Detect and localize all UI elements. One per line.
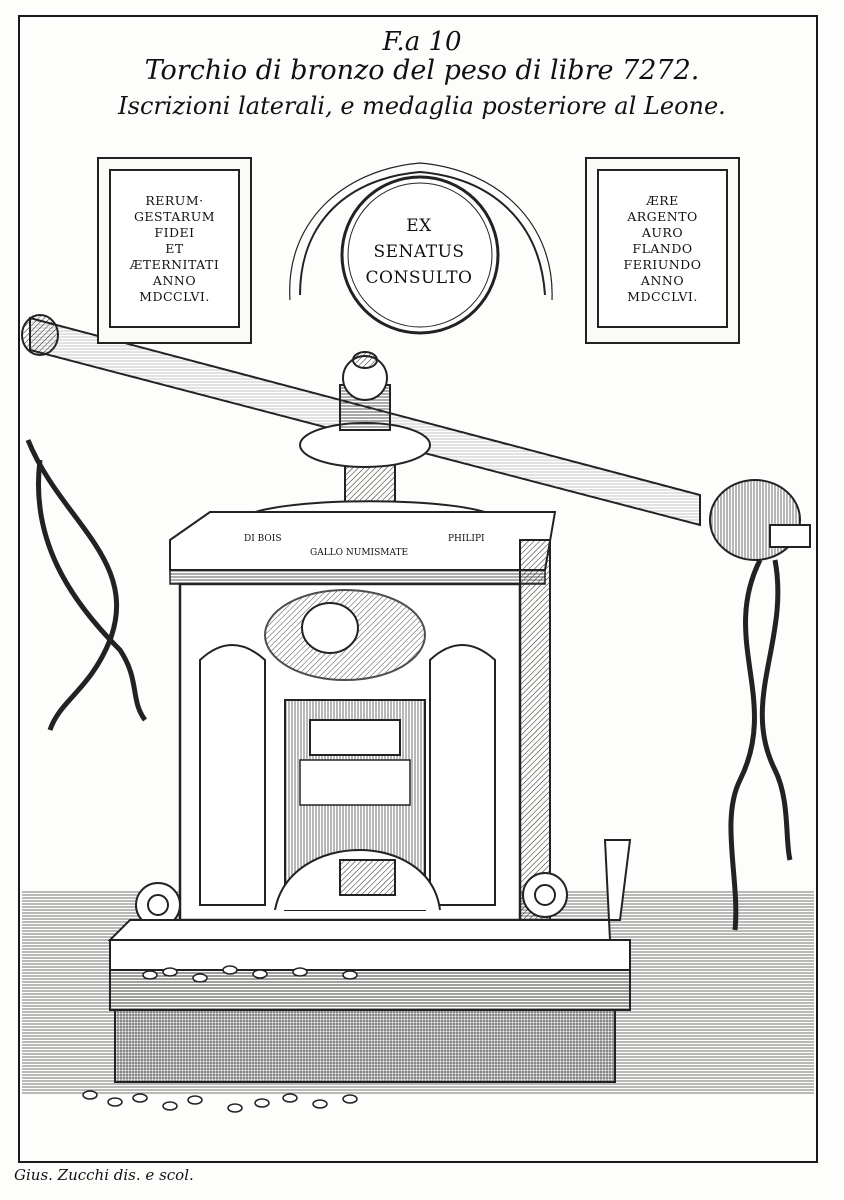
inscription-line: GESTARUM [133,208,216,224]
left-rope [25,439,148,731]
press-top [169,500,557,585]
inscription-line: AURO [641,224,684,240]
medal-line: EX [406,216,432,236]
press-inscription-middle: GALLO NUMISMATE [310,548,409,558]
engraver-signature: Gius. Zucchi dis. e scol. [14,1166,194,1184]
press-inscription-right: PHILIPI [448,534,485,544]
medal-line: SENATUS [373,242,465,262]
inscription-line: ÆTERNITATI [129,256,220,272]
right-rope [728,558,793,931]
title-line-1: Torchio di bronzo del peso di libre 7272… [144,55,700,86]
inscription-line: ARGENTO [627,208,698,224]
title-line-2: Iscrizioni laterali, e medaglia posterio… [118,92,726,120]
inscription-line: FIDEI [154,224,195,240]
inscription-line: MDCCLVI. [627,288,698,304]
inscription-line: ANNO [640,272,685,288]
figure-number: F.a 10 [382,27,462,57]
left-inscription-frame: RERUM· GESTARUM FIDEI ET ÆTERNITATI ANNO… [109,169,240,328]
inscription-line: MDCCLVI. [139,288,210,304]
right-inscription-panel: ÆRE ARGENTO AURO FLANDO FERIUNDO ANNO MD… [585,157,740,344]
scattered-coins [82,965,358,1113]
inscription-line: ÆRE [646,192,679,208]
medal [340,175,500,335]
right-inscription-frame: ÆRE ARGENTO AURO FLANDO FERIUNDO ANNO MD… [597,169,728,328]
medal-line: CONSULTO [365,268,473,288]
laurel-wreath [289,162,553,301]
inscription-line: FERIUNDO [623,256,702,272]
scroll-ornaments [135,872,568,928]
inscription-line: ANNO [152,272,197,288]
inscription-line: ET [165,240,184,256]
inscription-line: RERUM· [145,192,204,208]
winged-lion-relief [264,589,426,681]
press-base [107,839,632,1083]
left-inscription-panel: RERUM· GESTARUM FIDEI ET ÆTERNITATI ANNO… [97,157,252,344]
plate-border [18,15,818,1163]
inscription-line: FLANDO [632,240,693,256]
medal-inscription: EX SENATUS CONSULTO [343,213,495,291]
press-inscription-left: DI BOIS [244,534,282,544]
